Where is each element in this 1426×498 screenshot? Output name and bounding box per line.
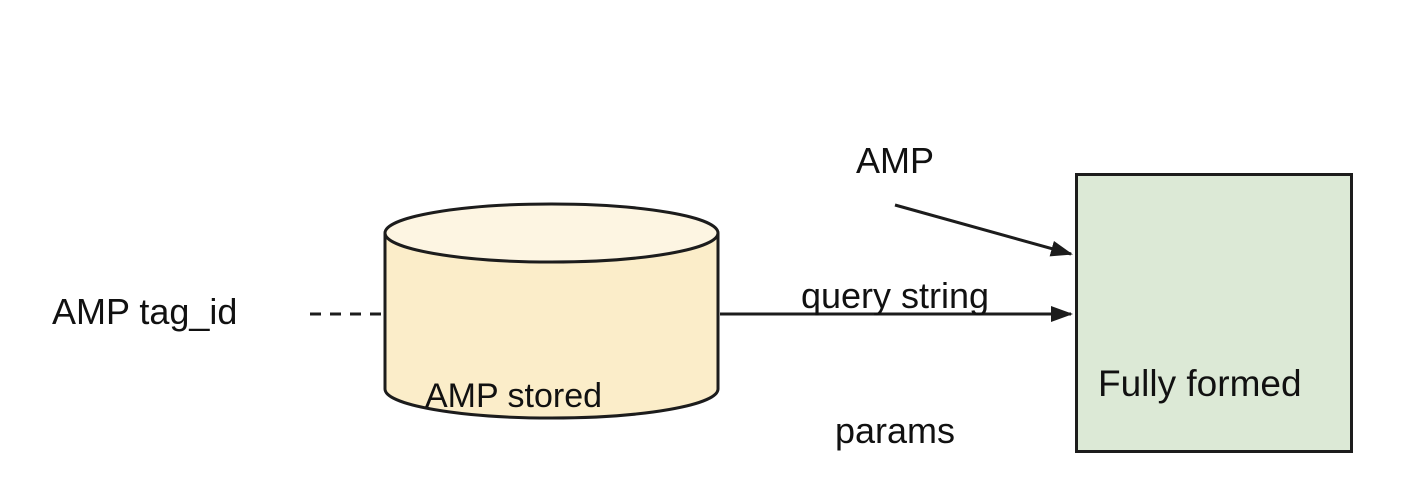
query-params-line-2: query string	[800, 275, 990, 316]
ortb-line-1: Fully formed	[1098, 363, 1302, 404]
query-params-line-1: AMP	[855, 140, 934, 181]
stored-request-line-1: AMP stored	[425, 377, 603, 415]
node-ortb-box: Fully formed ORTB	[1075, 173, 1353, 453]
cylinder-top-ellipse	[383, 202, 720, 264]
cylinder-body	[383, 233, 720, 420]
query-params-line-3: params	[834, 410, 956, 451]
node-query-params-label: AMP query string params	[770, 48, 1020, 498]
node-stored-request-label: AMP stored request template	[425, 284, 678, 498]
node-ortb-label: Fully formed ORTB	[1098, 266, 1302, 498]
node-stored-request-cylinder: AMP stored request template	[383, 202, 720, 420]
connector-params-to-ortb-arrow	[894, 203, 1073, 257]
cylinder-shape	[383, 202, 720, 420]
node-amp-tag-id-label: AMP tag_id	[52, 291, 238, 332]
